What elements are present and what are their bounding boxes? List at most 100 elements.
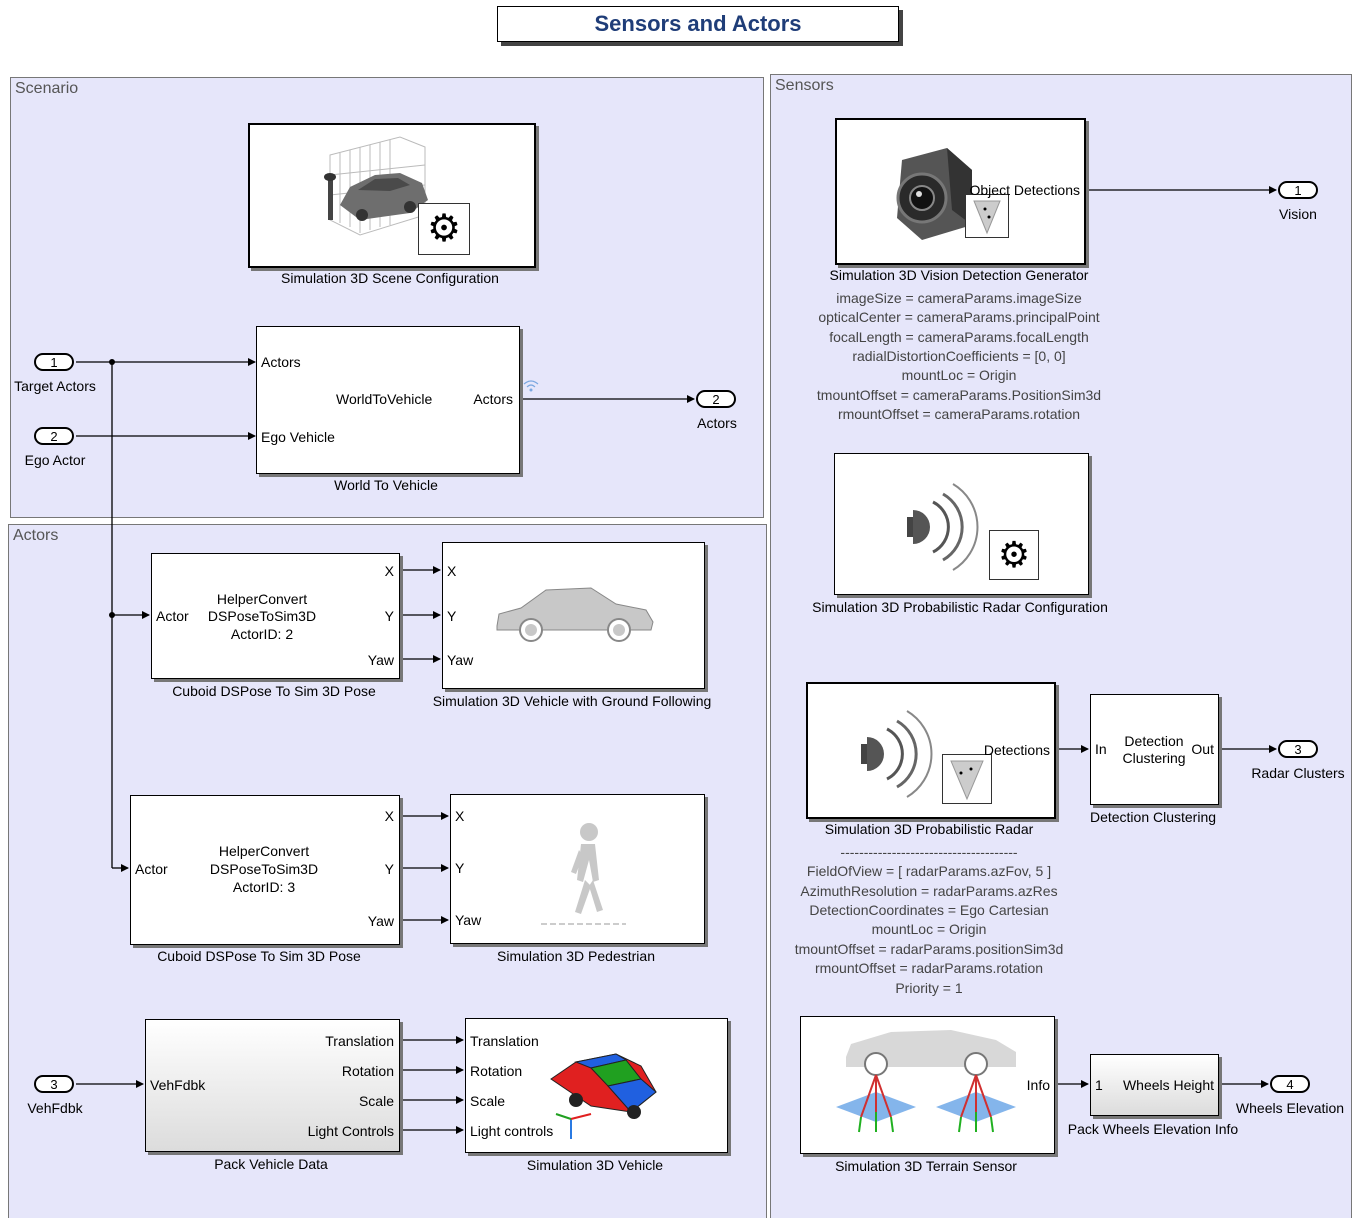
radar-sensor-icon (942, 754, 992, 804)
convert1-line2: DSPoseToSim3D (207, 608, 317, 624)
radar-param: AzimuthResolution = radarParams.azRes (800, 883, 1058, 899)
detection-clustering-block[interactable]: In Detection Clustering Out (1090, 694, 1219, 805)
terrain-out-info: Info (1026, 1077, 1050, 1093)
vision-param: tmountOffset = cameraParams.PositionSim3… (816, 387, 1102, 403)
vgf-in-x: X (447, 563, 457, 579)
radar-param: mountLoc = Origin (871, 921, 987, 937)
convert2-line1: HelperConvert (218, 843, 310, 859)
radar-out-detections: Detections (983, 742, 1050, 758)
convert1-out-y: Y (384, 608, 394, 624)
convert1-line1: HelperConvert (216, 591, 308, 607)
vehicle-ground-following-caption: Simulation 3D Vehicle with Ground Follow… (432, 693, 712, 709)
pack-wheels-elevation-block[interactable]: 1 Wheels Height (1090, 1054, 1219, 1116)
inport-ego-actor-num: 2 (50, 428, 58, 444)
vision-caption: Simulation 3D Vision Detection Generator (829, 267, 1089, 283)
vgf-in-yaw: Yaw (447, 652, 474, 668)
convert-block-2[interactable]: Actor HelperConvert DSPoseToSim3D ActorI… (130, 795, 400, 945)
inport-ego-actor[interactable]: 2 (34, 427, 74, 445)
radar-param: tmountOffset = radarParams.positionSim3d (794, 941, 1064, 957)
vision-sensor-icon (965, 194, 1009, 238)
car-icon (324, 136, 428, 236)
terrain-sensor-block[interactable]: Info (800, 1016, 1055, 1154)
sv-in-light: Light controls (470, 1123, 554, 1139)
pvd-out-scale: Scale (358, 1093, 394, 1109)
wtv-out-actors: Actors (473, 391, 513, 407)
sim-3d-vehicle-block[interactable]: Translation Rotation Scale Light control… (465, 1018, 728, 1153)
pedestrian-icon (541, 823, 626, 925)
radar-param: -------------------------------------- (840, 844, 1018, 860)
probabilistic-radar-caption: Simulation 3D Probabilistic Radar (824, 821, 1034, 837)
outport-radar-clusters[interactable]: 3 (1278, 740, 1318, 758)
world-to-vehicle-caption: World To Vehicle (334, 477, 438, 493)
probabilistic-radar-block[interactable]: Detections (806, 682, 1056, 819)
inport-vehfdbk[interactable]: 3 (34, 1075, 74, 1093)
clustering-center-2: Clustering (1122, 750, 1186, 766)
convert2-line2: DSPoseToSim3D (209, 861, 319, 877)
diagram-title[interactable]: Sensors and Actors (497, 6, 899, 42)
inport-target-actors-label: Target Actors (14, 378, 96, 394)
pvd-out-rotation: Rotation (341, 1063, 394, 1079)
vgf-in-y: Y (447, 608, 457, 624)
outport-wheels-elevation[interactable]: 4 (1270, 1075, 1310, 1093)
scenario-area-label: Scenario (15, 80, 79, 97)
vision-detection-generator-block[interactable]: Object Detections (835, 118, 1086, 265)
pvd-out-light: Light Controls (307, 1123, 394, 1139)
actors-area-label: Actors (13, 527, 59, 544)
detection-clustering-caption: Detection Clustering (1089, 809, 1217, 825)
branch-point-2 (109, 612, 115, 618)
vision-param: opticalCenter = cameraParams.principalPo… (818, 309, 1100, 325)
convert2-line3: ActorID: 3 (232, 879, 296, 895)
convert2-in-actor: Actor (135, 861, 168, 877)
sv-in-rotation: Rotation (470, 1063, 523, 1079)
scene-config-block[interactable]: ⚙ (248, 123, 536, 268)
inport-target-actors[interactable]: 1 (34, 353, 74, 371)
radar-param: Priority = 1 (895, 980, 963, 996)
outport-vision-label: Vision (1279, 206, 1317, 222)
wtv-in-ego: Ego Vehicle (261, 429, 335, 445)
colored-car-icon (550, 1053, 657, 1139)
diagram-title-text: Sensors and Actors (594, 11, 802, 36)
convert1-out-x: X (384, 563, 394, 579)
pack-vehicle-data-caption: Pack Vehicle Data (214, 1156, 328, 1172)
sv-in-scale: Scale (470, 1093, 506, 1109)
ped-in-x: X (455, 808, 465, 824)
convert1-line3: ActorID: 2 (230, 626, 294, 642)
pwe-out: Wheels Height (1122, 1077, 1214, 1093)
outport-actors-num: 2 (712, 391, 720, 407)
pedestrian-block[interactable]: X Y Yaw (450, 794, 705, 944)
outport-vision[interactable]: 1 (1278, 181, 1318, 199)
pack-vehicle-data-block[interactable]: VehFdbk Translation Rotation Scale Light… (145, 1019, 400, 1152)
terrain-sensor-icon (836, 1030, 1016, 1133)
radar-icon (907, 483, 979, 571)
vehicle-ground-following-block[interactable]: X Y Yaw (442, 542, 705, 689)
vision-param: radialDistortionCoefficients = [0, 0] (852, 348, 1066, 364)
world-to-vehicle-block[interactable]: Actors Ego Vehicle WorldToVehicle Actors (256, 326, 520, 474)
pedestrian-caption: Simulation 3D Pedestrian (497, 948, 655, 964)
outport-radar-clusters-num: 3 (1294, 741, 1302, 757)
clustering-in: In (1095, 741, 1107, 757)
inport-ego-actor-label: Ego Actor (24, 452, 86, 468)
pwe-in: 1 (1095, 1077, 1103, 1093)
gear-icon: ⚙ (989, 530, 1039, 580)
wireless-icon (523, 380, 539, 392)
convert1-caption: Cuboid DSPose To Sim 3D Pose (172, 683, 376, 699)
outport-actors[interactable]: 2 (696, 390, 736, 408)
radar-param: DetectionCoordinates = Ego Cartesian (809, 902, 1049, 918)
radar-config-block[interactable]: ⚙ (834, 453, 1089, 595)
inport-vehfdbk-label: VehFdbk (27, 1100, 83, 1116)
outport-vision-num: 1 (1294, 182, 1302, 198)
vision-out-detections: Object Detections (969, 182, 1081, 198)
convert1-out-yaw: Yaw (367, 652, 394, 668)
sim-3d-vehicle-caption: Simulation 3D Vehicle (526, 1157, 664, 1173)
sensors-area-label: Sensors (775, 77, 834, 94)
convert-block-1[interactable]: Actor HelperConvert DSPoseToSim3D ActorI… (151, 553, 400, 679)
convert2-out-yaw: Yaw (367, 913, 394, 929)
pack-wheels-elevation-caption: Pack Wheels Elevation Info (1067, 1121, 1239, 1137)
radar-config-caption: Simulation 3D Probabilistic Radar Config… (812, 599, 1108, 615)
scene-config-caption: Simulation 3D Scene Configuration (281, 270, 499, 286)
ped-in-y: Y (455, 860, 465, 876)
convert2-out-y: Y (384, 861, 394, 877)
pvd-in-vehfdbk: VehFdbk (150, 1077, 206, 1093)
